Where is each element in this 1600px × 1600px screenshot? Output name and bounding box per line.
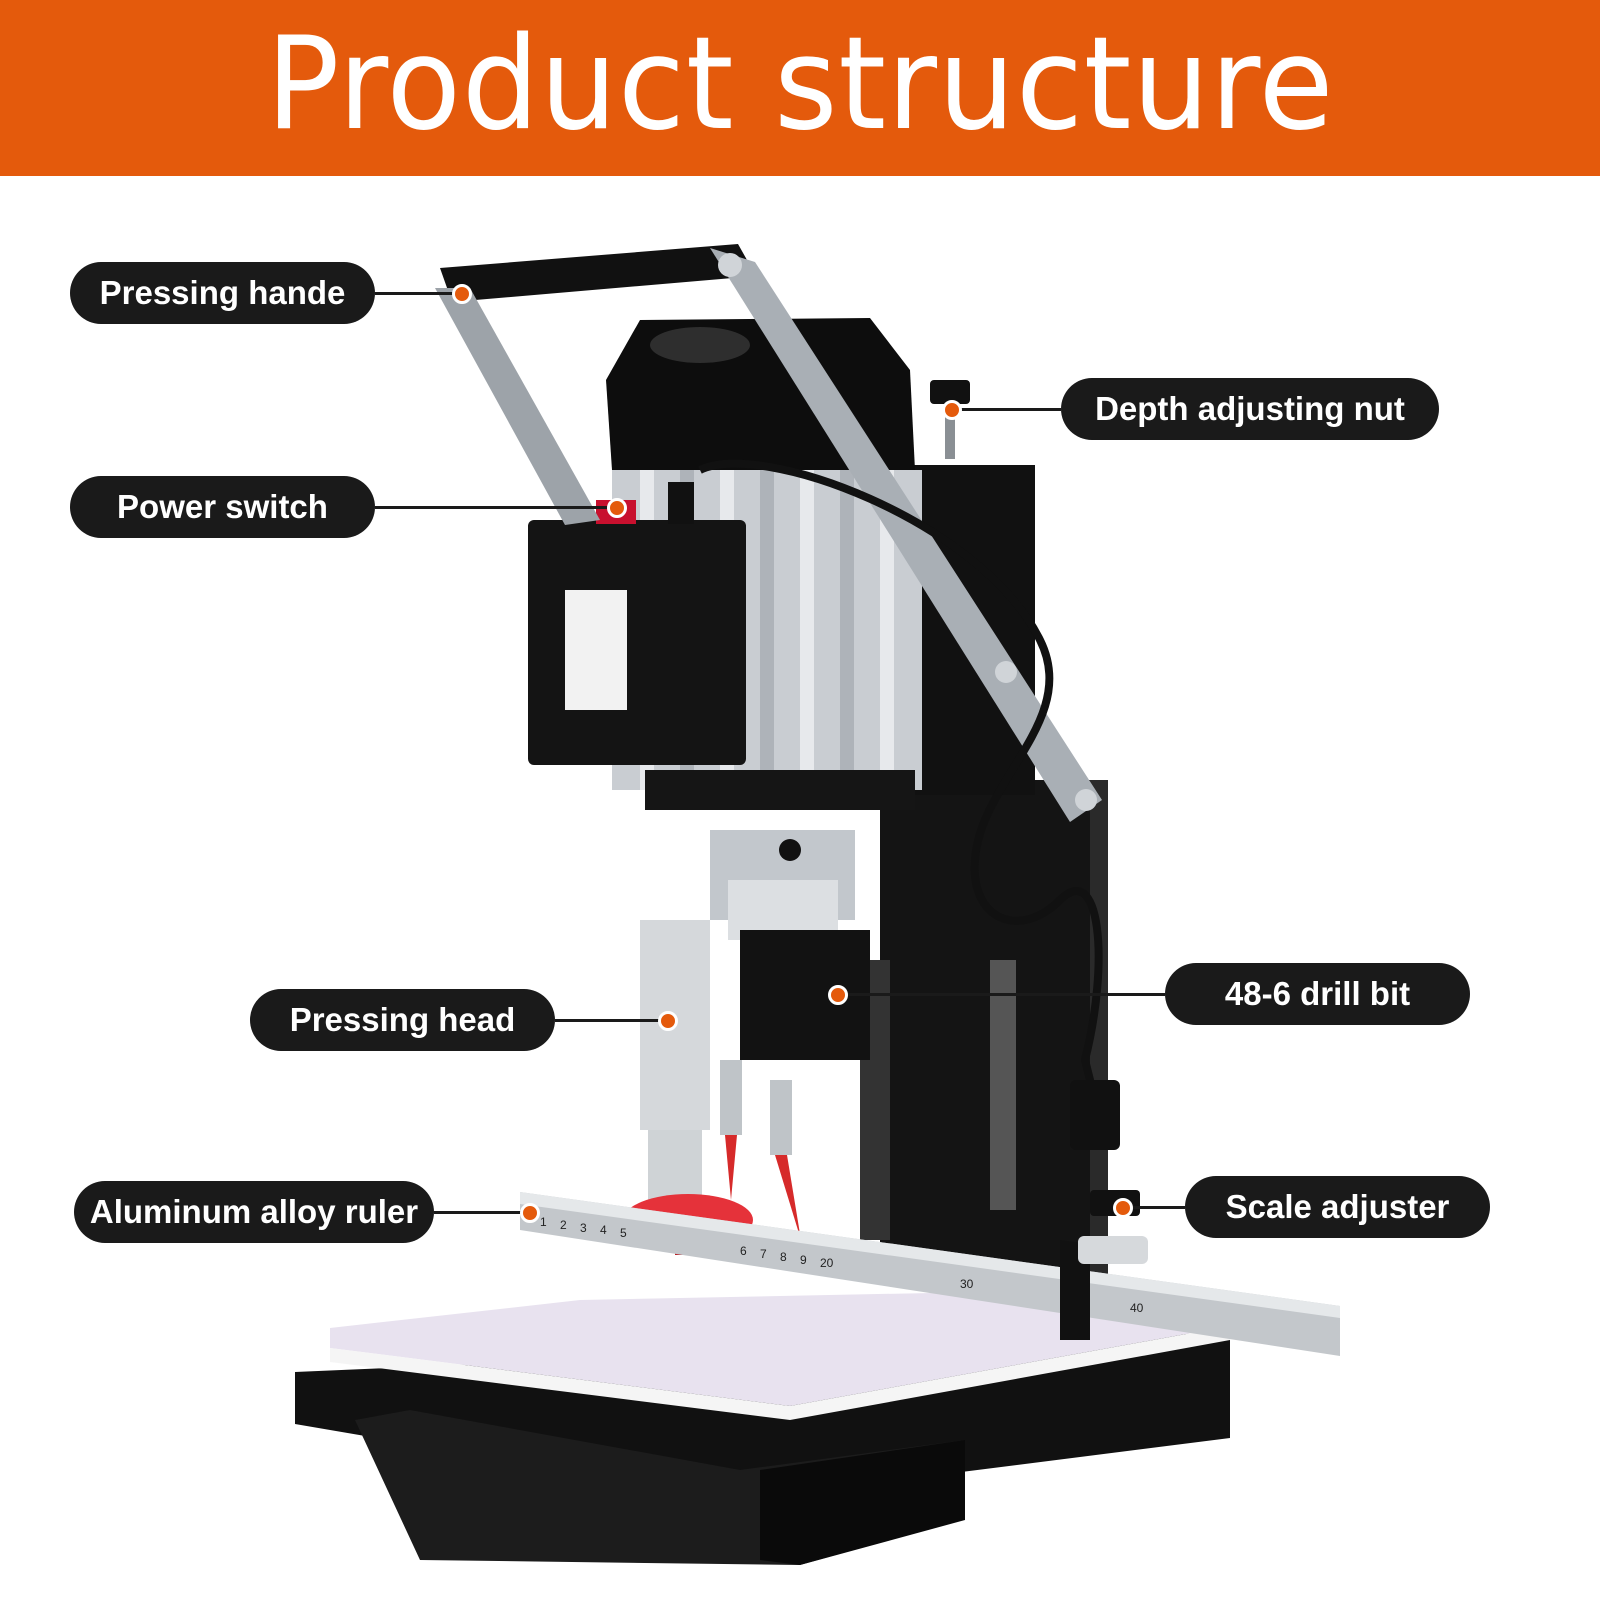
callout-pressing-handle: Pressing hande <box>70 262 375 324</box>
ruler-mark: 7 <box>760 1247 767 1261</box>
title-banner: Product structure <box>0 0 1600 176</box>
marker-dot <box>1113 1198 1133 1218</box>
machine-column <box>860 780 1108 1280</box>
callout-label: Pressing hande <box>99 274 346 311</box>
ruler-scale: 1 2 3 4 5 6 7 8 9 20 30 40 <box>540 1215 1144 1315</box>
callout-pressing-head: Pressing head <box>250 989 555 1051</box>
marker-dot <box>942 400 962 420</box>
pressing-lever <box>435 244 1102 822</box>
power-cord <box>698 459 1109 1141</box>
marker-dot <box>658 1011 678 1031</box>
marker-dot <box>607 498 627 518</box>
aluminum-ruler <box>520 1192 1340 1356</box>
switch-box <box>528 482 746 765</box>
callout-label: Pressing head <box>289 1001 516 1038</box>
workpiece-board <box>330 1290 1230 1420</box>
callout-label: Power switch <box>117 488 328 525</box>
callout-label: Depth adjusting nut <box>1095 390 1405 427</box>
page-title: Product structure <box>265 9 1335 159</box>
leader-line <box>375 506 607 509</box>
ruler-mark: 4 <box>600 1223 607 1237</box>
leader-line <box>958 408 1061 411</box>
callout-label: Scale adjuster <box>1225 1188 1450 1225</box>
marker-dot <box>520 1203 540 1223</box>
callout-power-switch: Power switch <box>70 476 375 538</box>
ruler-mark: 40 <box>1130 1301 1144 1315</box>
callout-depth-adjusting-nut: Depth adjusting nut <box>1061 378 1439 440</box>
ruler-mark: 1 <box>540 1215 547 1229</box>
marker-dot <box>452 284 472 304</box>
callout-scale-adjuster: Scale adjuster <box>1185 1176 1490 1238</box>
leader-line <box>375 292 461 295</box>
leader-line <box>1130 1206 1185 1209</box>
callout-drill-bit: 48-6 drill bit <box>1165 963 1470 1025</box>
ruler-mark: 6 <box>740 1244 747 1258</box>
callout-ruler: Aluminum alloy ruler <box>74 1181 434 1243</box>
ruler-mark: 5 <box>620 1226 627 1240</box>
ruler-mark: 20 <box>820 1256 834 1270</box>
spindle <box>710 830 870 1060</box>
drill-bits <box>720 1060 801 1240</box>
callout-label: Aluminum alloy ruler <box>89 1193 419 1230</box>
marker-dot <box>828 985 848 1005</box>
ruler-mark: 9 <box>800 1253 807 1267</box>
ruler-mark: 3 <box>580 1221 587 1235</box>
depth-nut <box>930 380 970 459</box>
leader-line <box>555 1019 660 1022</box>
ruler-mark: 2 <box>560 1218 567 1232</box>
leader-line <box>846 993 1165 996</box>
ruler-mark: 8 <box>780 1250 787 1264</box>
callout-label: 48-6 drill bit <box>1224 975 1411 1012</box>
ruler-mark: 30 <box>960 1277 974 1291</box>
leader-line <box>434 1211 524 1214</box>
plug <box>1070 1080 1120 1150</box>
